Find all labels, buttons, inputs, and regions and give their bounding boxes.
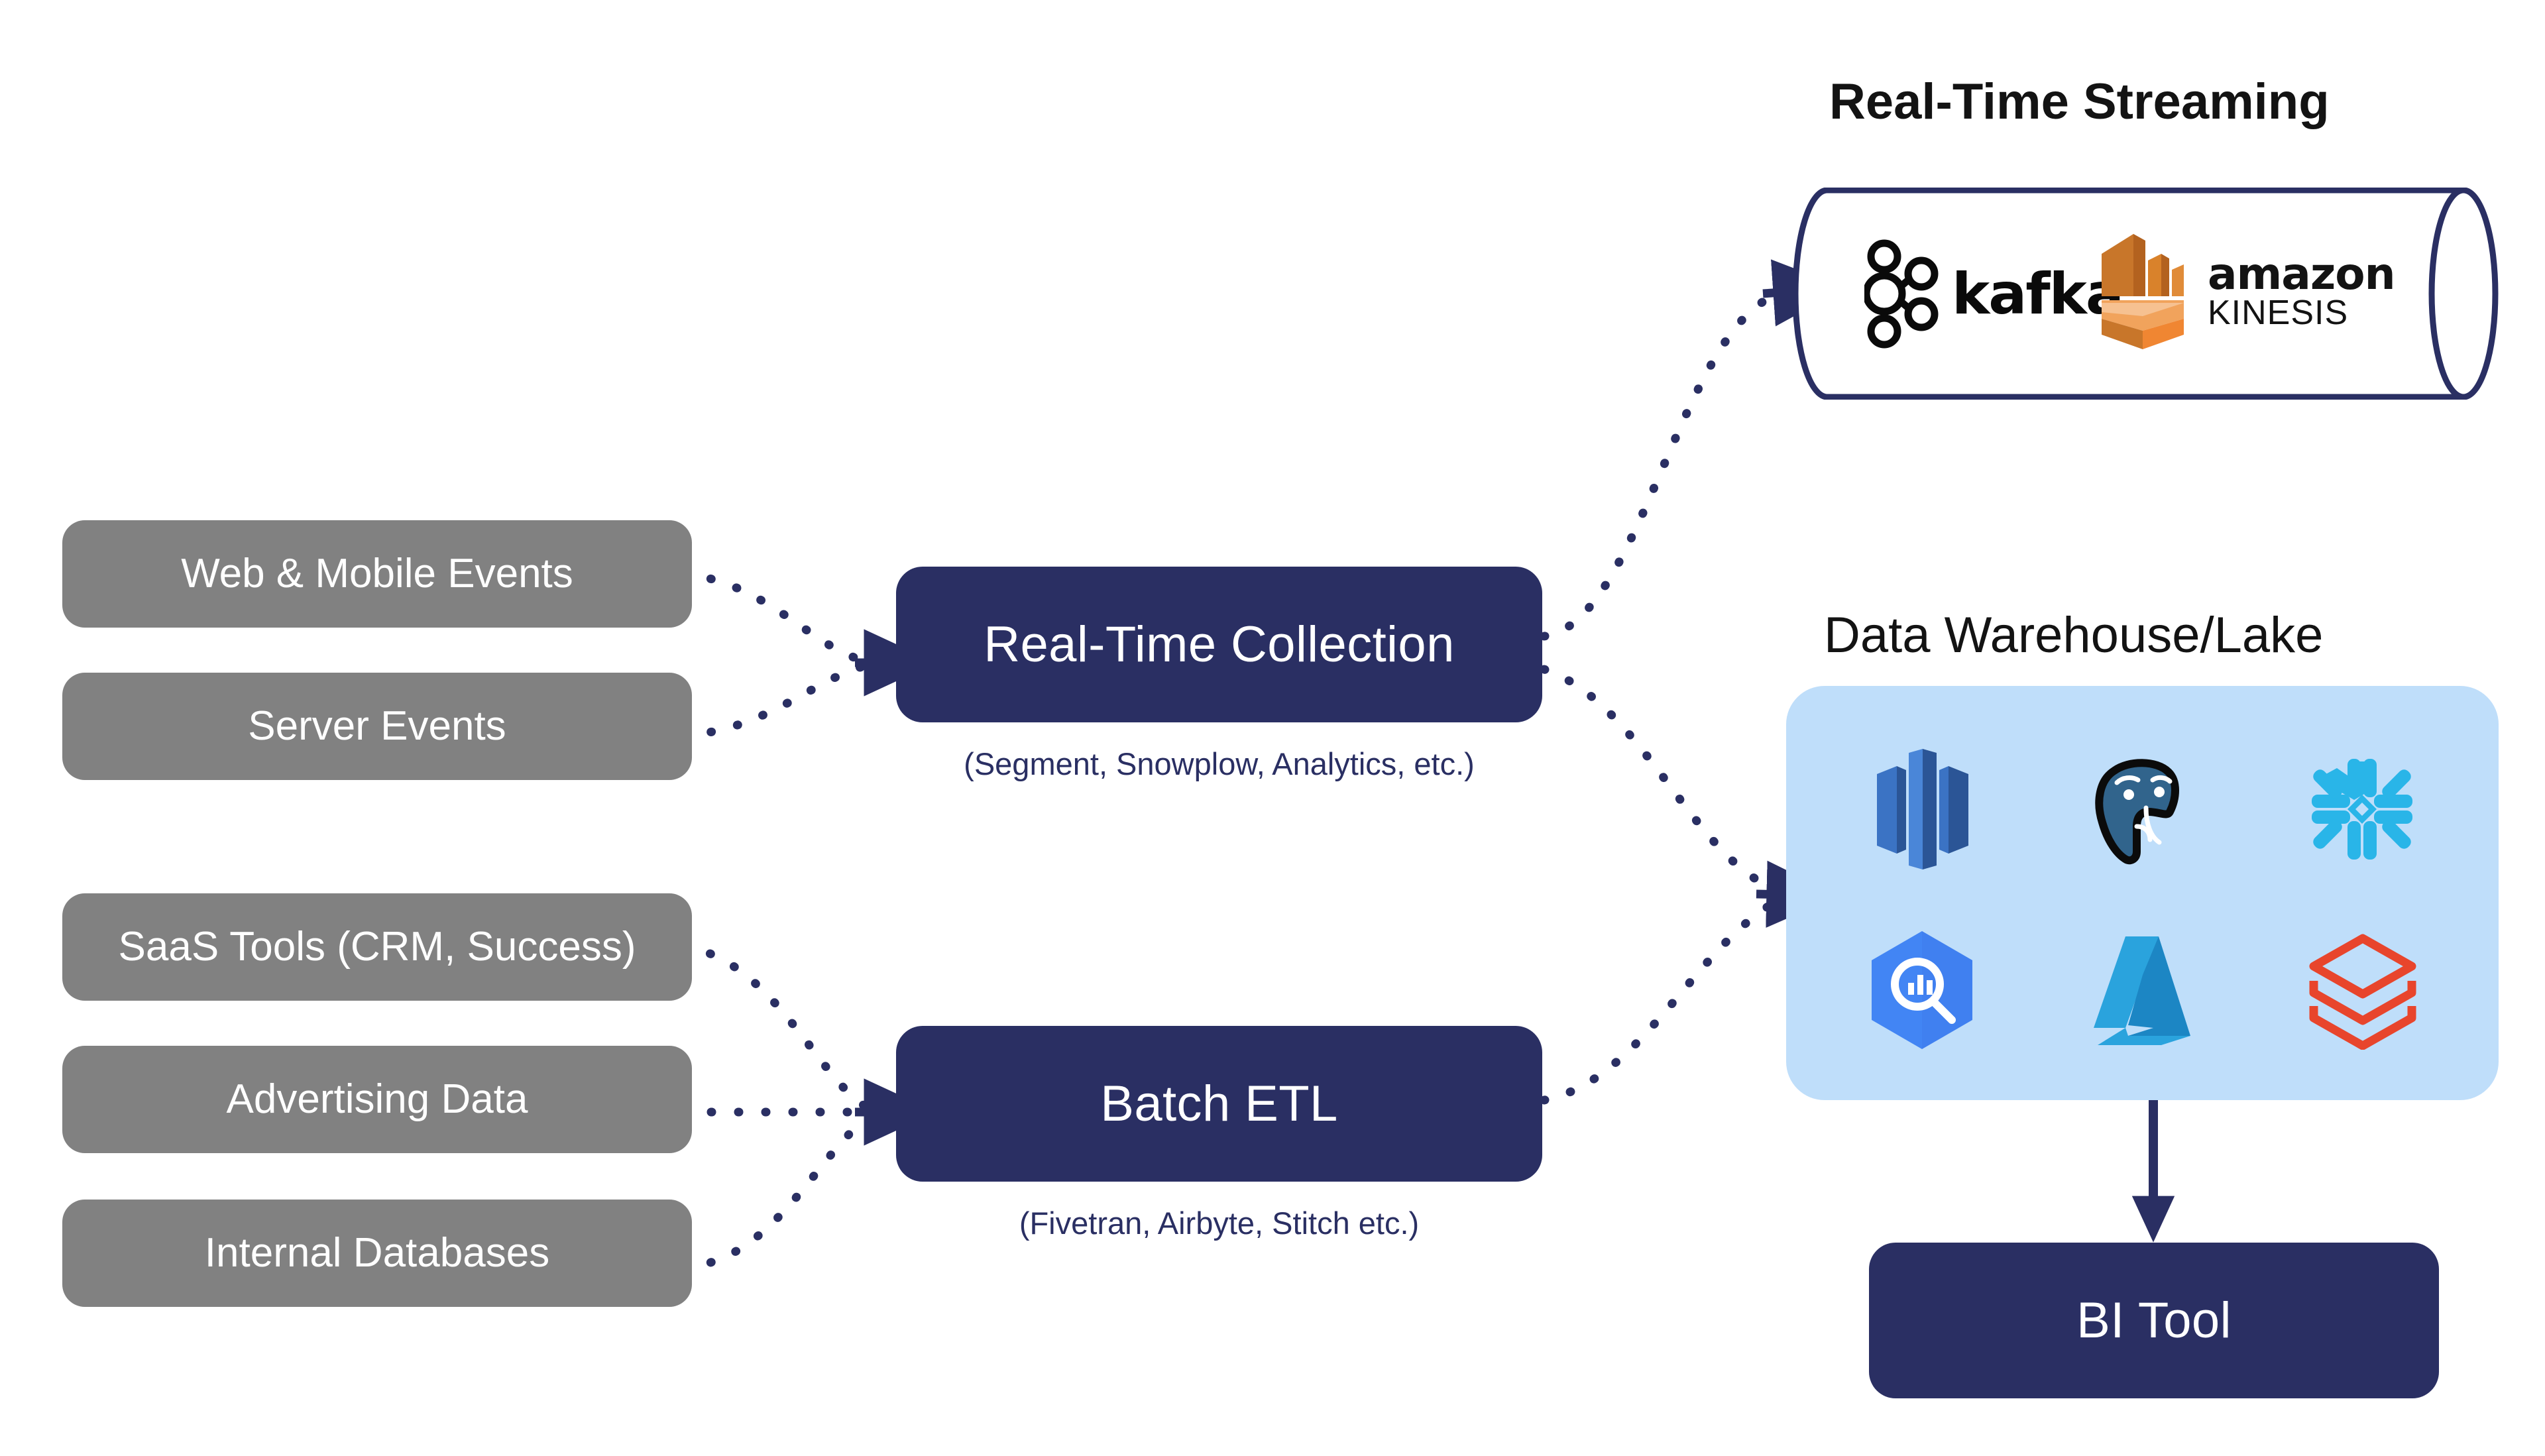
source-label: SaaS Tools (CRM, Success) [118, 924, 636, 970]
amazon-text: amazon [2208, 249, 2396, 300]
wire-collection-to-warehouse [1540, 665, 1787, 896]
arrowhead-warehouse [1756, 860, 1839, 928]
streaming-cylinder[interactable]: kafka amazon KINESIS [1793, 188, 2502, 400]
source-label: Advertising Data [226, 1076, 528, 1123]
microsoft-azure-logo [2093, 936, 2190, 1046]
source-advertising-data[interactable]: Advertising Data [62, 1046, 692, 1153]
bi-tool-label: BI Tool [2076, 1292, 2232, 1349]
wire-etl-to-warehouse [1540, 893, 1787, 1105]
google-bigquery-logo [1872, 930, 1973, 1049]
source-internal-databases[interactable]: Internal Databases [62, 1200, 692, 1307]
source-label: Internal Databases [204, 1230, 550, 1276]
kinesis-text: KINESIS [2208, 293, 2349, 332]
real-time-collection-caption: (Segment, Snowplow, Analytics, etc.) [964, 746, 1475, 781]
process-label: Batch ETL [1100, 1075, 1338, 1132]
postgresql-logo [2095, 759, 2179, 864]
kafka-mark-icon [1864, 239, 1939, 349]
source-label: Server Events [248, 703, 506, 750]
source-web-mobile-events[interactable]: Web & Mobile Events [62, 520, 692, 628]
streaming-section-title: Real-Time Streaming [1829, 74, 2330, 130]
source-server-events[interactable]: Server Events [62, 673, 692, 780]
warehouse-logo-grid [1813, 719, 2472, 1080]
source-label: Web & Mobile Events [181, 551, 573, 597]
kafka-wordmark: kafka [1952, 260, 2124, 327]
kinesis-wordmark: amazon KINESIS [2208, 249, 2396, 332]
warehouse-section-title: Data Warehouse/Lake [1824, 607, 2324, 663]
arrowhead-streaming [1762, 259, 1846, 327]
snowflake-logo [2312, 759, 2413, 860]
process-real-time-collection[interactable]: Real-Time Collection [896, 567, 1542, 722]
batch-etl-caption: (Fivetran, Airbyte, Stitch etc.) [1019, 1205, 1420, 1241]
amazon-redshift-logo [1876, 749, 1968, 870]
source-saas-tools[interactable]: SaaS Tools (CRM, Success) [62, 893, 692, 1001]
databricks-logo [2309, 934, 2416, 1050]
kinesis-mark-icon [2102, 234, 2184, 349]
wire-saas-to-etl [679, 942, 886, 1117]
process-label: Real-Time Collection [984, 616, 1455, 673]
process-batch-etl[interactable]: Batch ETL [896, 1026, 1542, 1182]
wire-collection-to-streaming [1540, 287, 1794, 641]
wire-server-to-collection [679, 658, 886, 740]
wire-internaldb-to-etl [679, 1107, 886, 1272]
wire-web-to-collection [679, 569, 886, 667]
amazon-kinesis-logo: amazon KINESIS [2096, 229, 2396, 355]
bi-tool-box[interactable]: BI Tool [1869, 1243, 2439, 1398]
kafka-logo: kafka [1864, 239, 2124, 349]
